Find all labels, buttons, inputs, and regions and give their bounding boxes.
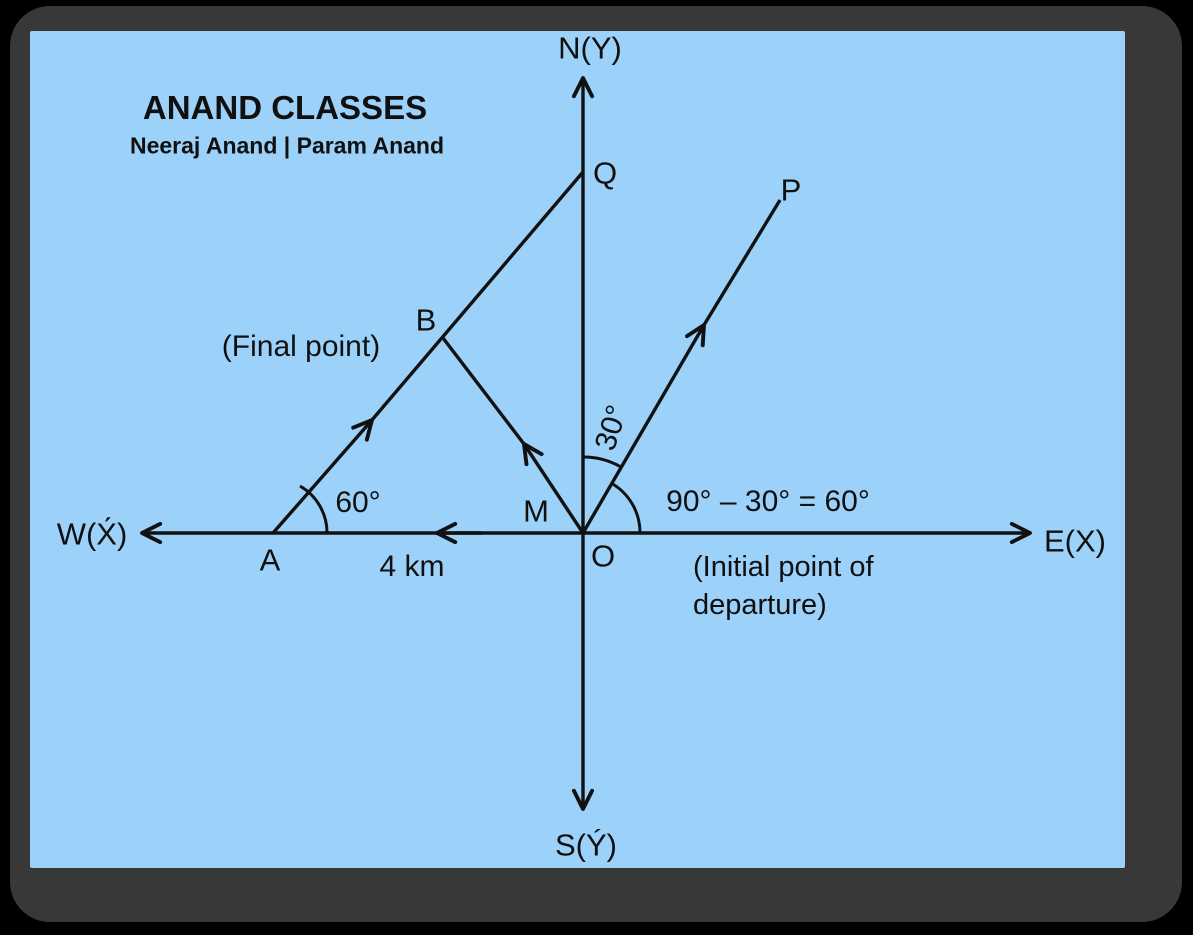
point-label-q: Q bbox=[592, 155, 618, 191]
angle-arc-60-at-a bbox=[299, 484, 329, 534]
segment-o-to-m-arrow bbox=[522, 442, 585, 534]
angle-label-60-at-a: 60° bbox=[335, 486, 381, 519]
point-label-m: M bbox=[523, 493, 549, 529]
point-label-b: B bbox=[415, 302, 437, 338]
axis-label-north: N(Y) bbox=[558, 30, 622, 66]
angle-arc-60-at-o bbox=[610, 481, 642, 534]
point-label-origin: O bbox=[590, 538, 616, 574]
initial-point-line2: departure) bbox=[693, 589, 827, 622]
axis-label-west: W(X́) bbox=[56, 516, 128, 552]
diagram-panel: ANAND CLASSES Neeraj Anand | Param Anand… bbox=[30, 31, 1125, 868]
segment-p-upper bbox=[702, 199, 782, 326]
axis-label-south: S(Ý) bbox=[555, 827, 617, 863]
final-point-annotation: (Final point) bbox=[221, 330, 381, 363]
angle-arc-30-at-o bbox=[582, 455, 622, 469]
segment-o-to-p-arrow bbox=[581, 323, 706, 534]
segment-m-to-b bbox=[441, 336, 526, 446]
distance-label-4km: 4 km bbox=[379, 550, 445, 583]
segment-a-to-b-arrow bbox=[271, 418, 374, 535]
brand-subtitle: Neeraj Anand | Param Anand bbox=[129, 132, 445, 159]
point-label-a: A bbox=[259, 542, 281, 578]
segment-b-to-q bbox=[370, 170, 585, 422]
diagram-canvas bbox=[140, 76, 1032, 811]
point-label-p: P bbox=[780, 172, 802, 208]
brand-title: ANAND CLASSES bbox=[142, 89, 428, 126]
angle-equation-label: 90° – 30° = 60° bbox=[666, 485, 870, 518]
axis-label-east: E(X) bbox=[1044, 523, 1106, 559]
initial-point-annotation: (Initial point of departure) bbox=[693, 548, 874, 625]
initial-point-line1: (Initial point of bbox=[693, 551, 874, 583]
